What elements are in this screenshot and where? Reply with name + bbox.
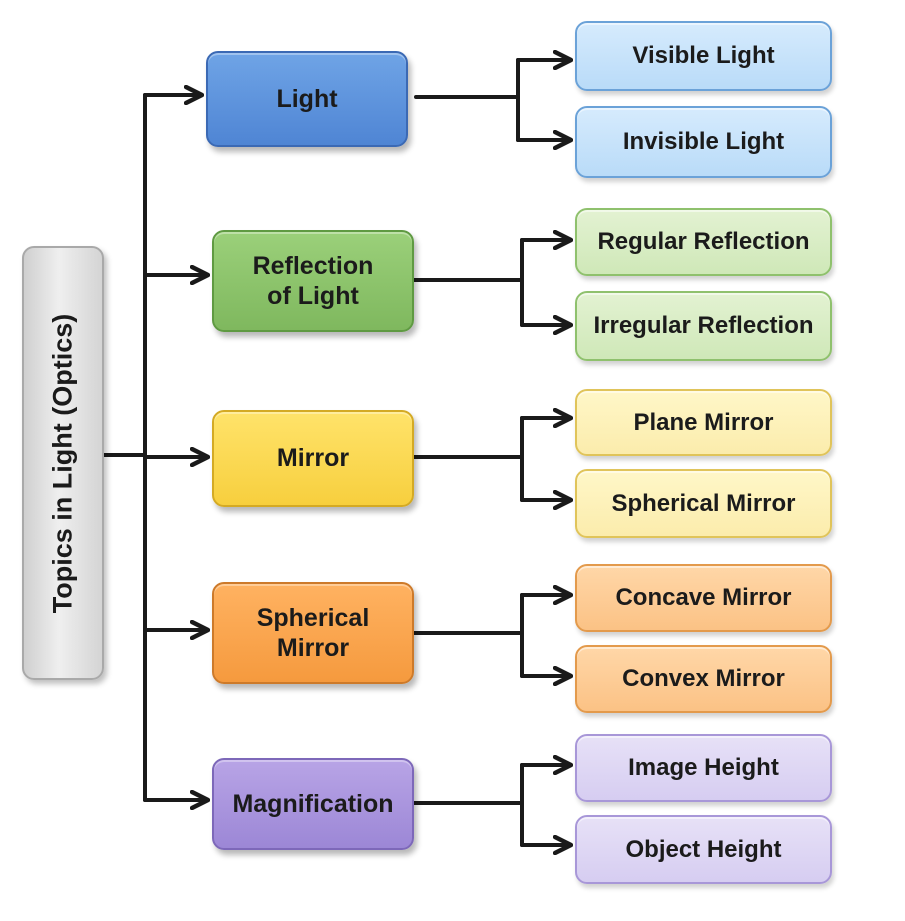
leaf-invisible-light: Invisible Light bbox=[575, 106, 832, 178]
root-label: Topics in Light (Optics) bbox=[47, 313, 78, 613]
leaf-spherical-mirror: Spherical Mirror bbox=[575, 469, 832, 538]
category-reflection-of-light: Reflection of Light bbox=[212, 230, 414, 332]
leaf-object-height: Object Height bbox=[575, 815, 832, 884]
root-node: Topics in Light (Optics) bbox=[22, 246, 104, 680]
category-reflection-label: Reflection of Light bbox=[252, 251, 374, 311]
category-magnification: Magnification bbox=[212, 758, 414, 850]
leaf-plane-mirror: Plane Mirror bbox=[575, 389, 832, 456]
leaf-visible-light: Visible Light bbox=[575, 21, 832, 91]
leaf-image-height: Image Height bbox=[575, 734, 832, 802]
leaf-regular-reflection: Regular Reflection bbox=[575, 208, 832, 276]
leaf-concave-mirror: Concave Mirror bbox=[575, 564, 832, 632]
leaf-irregular-reflection: Irregular Reflection bbox=[575, 291, 832, 361]
category-spherical-mirror: Spherical Mirror bbox=[212, 582, 414, 684]
category-spherical-label: Spherical Mirror bbox=[256, 603, 370, 663]
leaf-convex-mirror: Convex Mirror bbox=[575, 645, 832, 713]
category-mirror: Mirror bbox=[212, 410, 414, 507]
category-light: Light bbox=[206, 51, 408, 147]
